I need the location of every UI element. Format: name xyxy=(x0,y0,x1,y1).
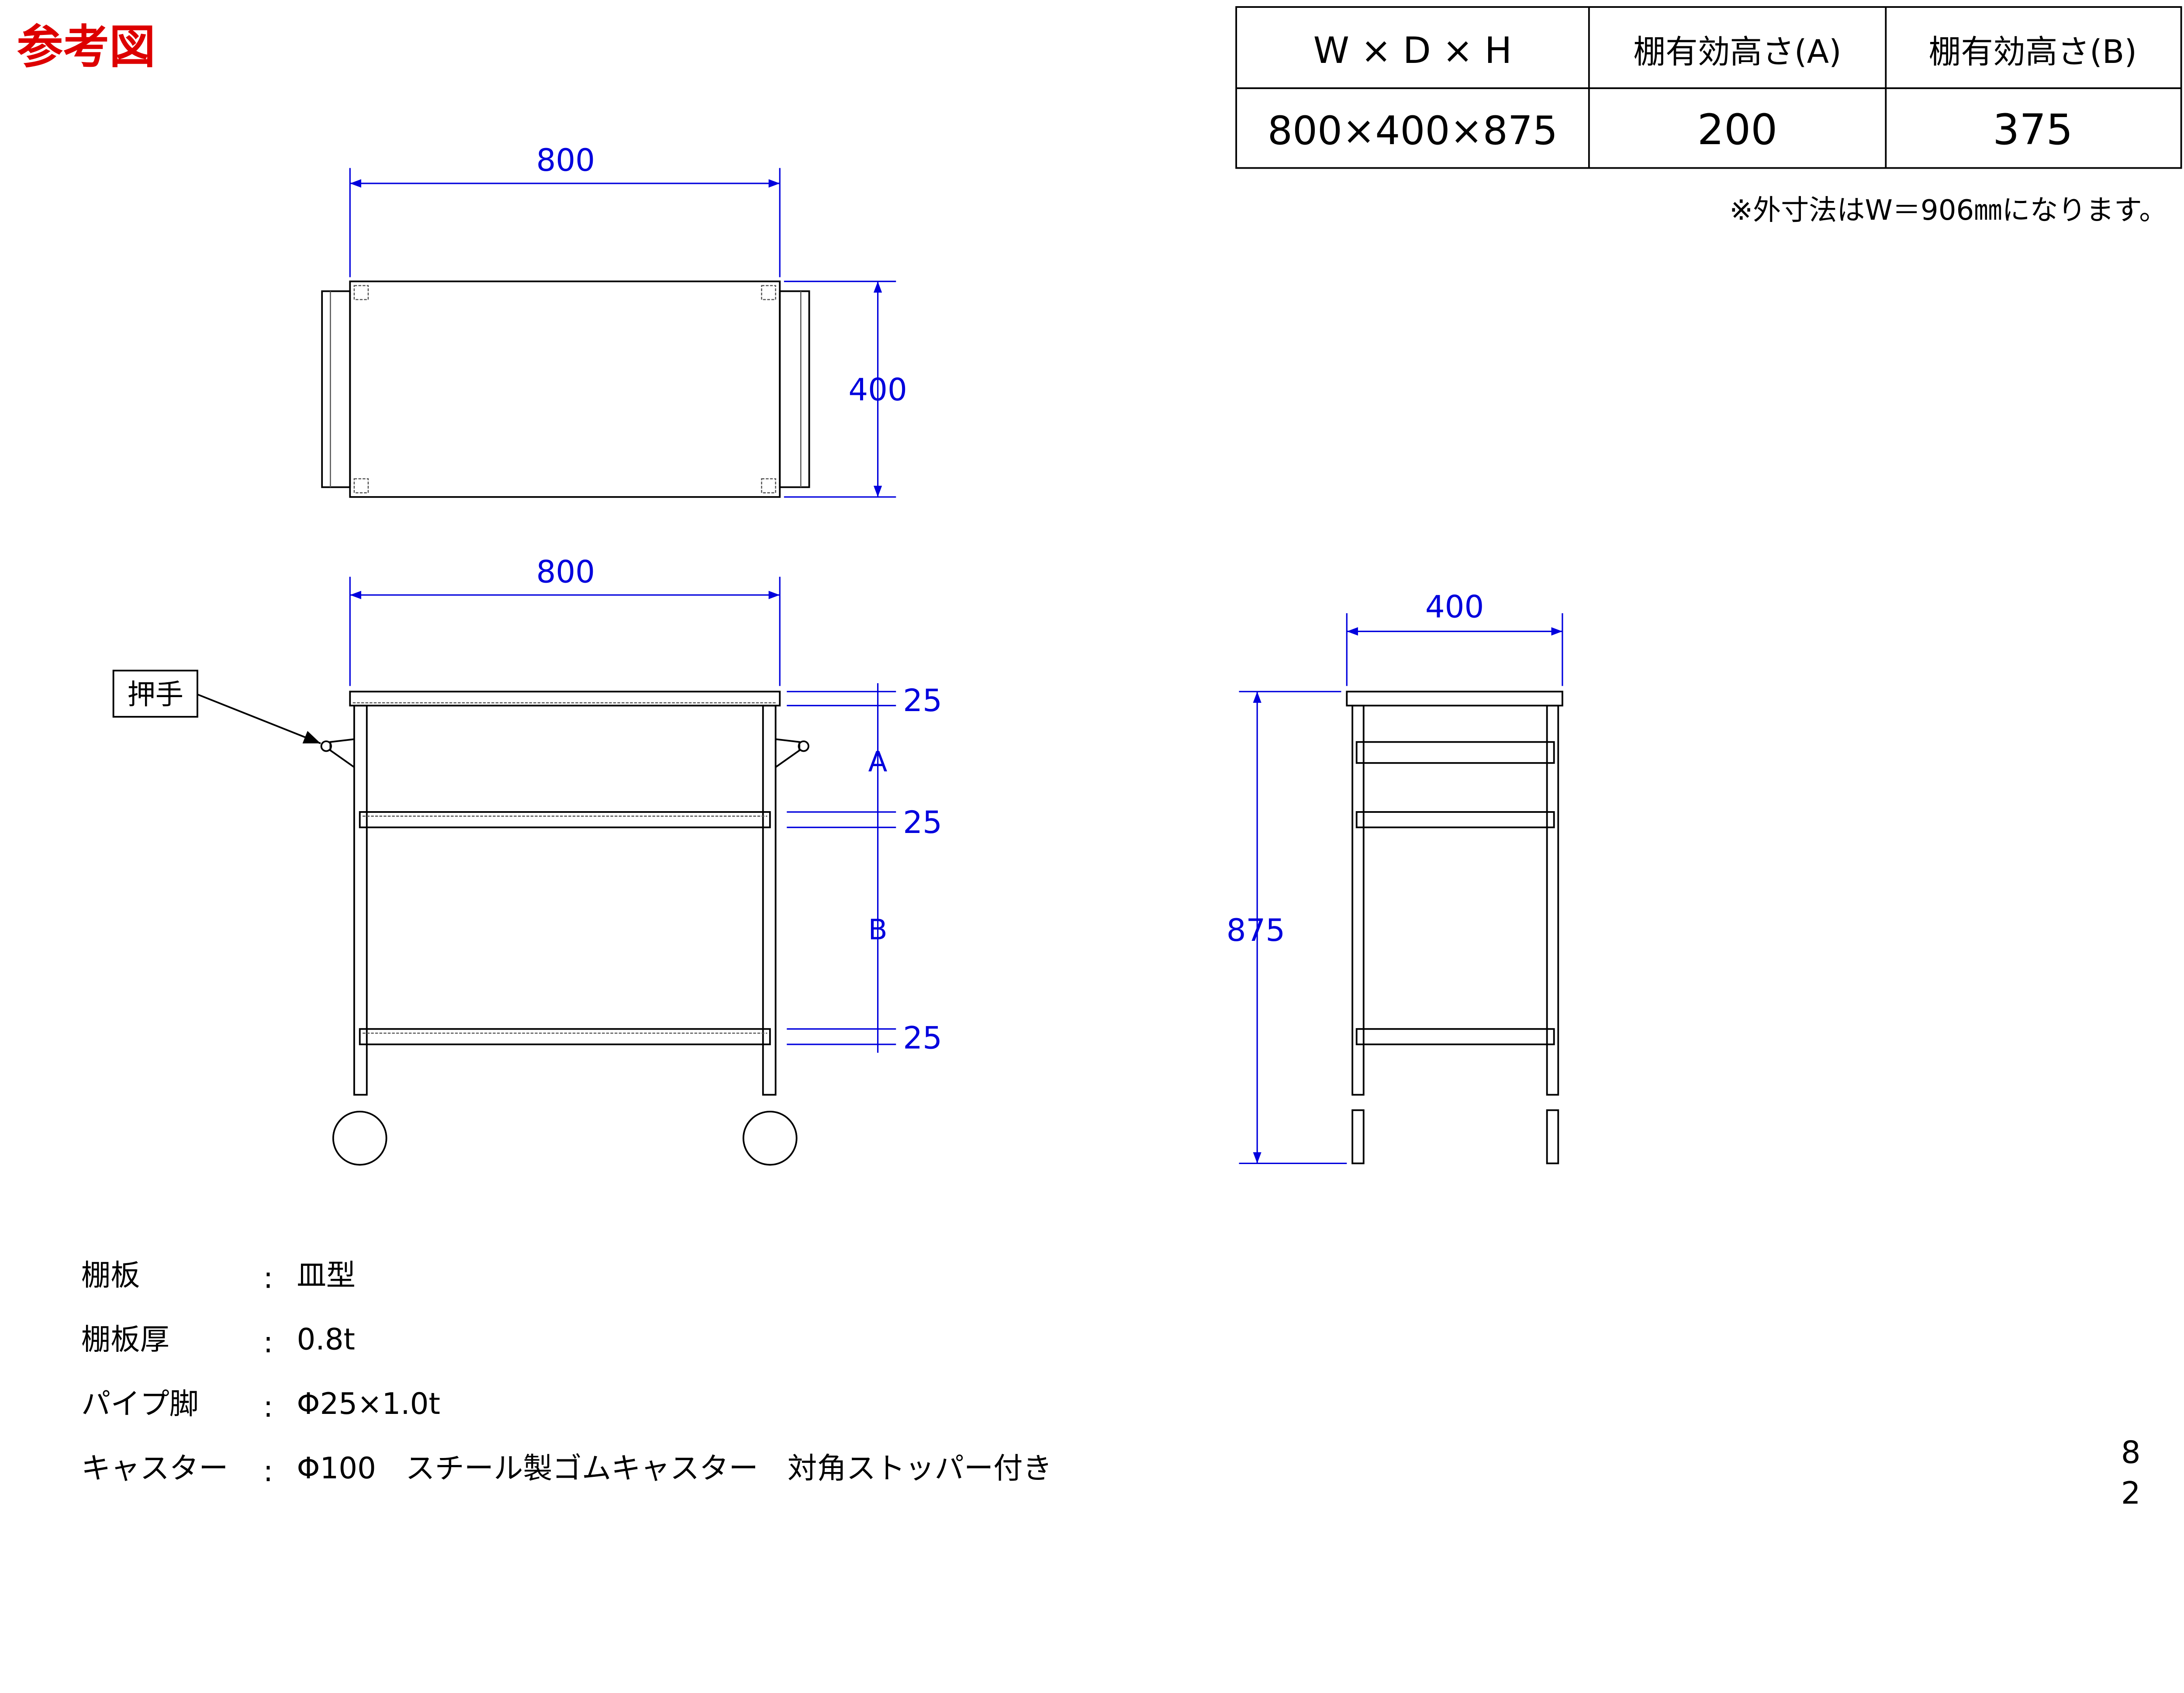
handle-left-icon xyxy=(320,740,332,752)
side-depth-dim: 400 xyxy=(1425,589,1484,625)
top-view: 800 400 xyxy=(321,142,907,498)
spec-colon: : xyxy=(263,1390,273,1424)
caster-right-icon xyxy=(742,1110,798,1166)
top-depth-dim: 400 xyxy=(848,372,907,408)
header-shelf-a: 棚有効高さ(A) xyxy=(1633,34,1841,71)
caster-left-icon xyxy=(332,1110,387,1166)
front-width-dim: 800 xyxy=(536,554,595,590)
shelf-height-a-label: A xyxy=(868,746,888,778)
shelf1-thickness-dim: 25 xyxy=(903,805,942,840)
page-title: 参考図 xyxy=(17,20,155,74)
shelf2-thickness-dim: 25 xyxy=(903,1020,942,1056)
spec-label-shelf: 棚板 xyxy=(81,1258,140,1292)
spec-value-caster: Φ100 スチール製ゴムキャスター 対角ストッパー付き xyxy=(297,1451,1052,1486)
value-shelf-b: 375 xyxy=(1993,105,2073,154)
drawing-sheet: 参考図 W × D × H 棚有効高さ(A) 棚有効高さ(B) 800×400×… xyxy=(17,6,2182,1509)
page-number-bottom: 2 xyxy=(2121,1475,2141,1509)
spec-label-caster: キャスター xyxy=(81,1451,228,1486)
spec-value-shelf: 皿型 xyxy=(297,1258,356,1292)
top-plate-thickness-dim: 25 xyxy=(903,683,942,719)
spec-colon: : xyxy=(263,1261,273,1295)
spec-colon: : xyxy=(263,1454,273,1488)
handle-right-icon xyxy=(798,740,809,752)
shelf-height-b-label: B xyxy=(868,914,888,947)
top-width-dim: 800 xyxy=(536,142,595,178)
outer-dimension-note: ※外寸法はW＝906㎜になります。 xyxy=(1729,194,2167,227)
spec-list: 棚板 : 皿型 棚板厚 : 0.8t パイプ脚 : Φ25×1.0t キャスター… xyxy=(81,1258,1052,1488)
spec-value-pipe-leg: Φ25×1.0t xyxy=(297,1387,440,1421)
spec-label-thickness: 棚板厚 xyxy=(81,1323,169,1357)
page-number-top: 8 xyxy=(2121,1434,2141,1470)
spec-table: W × D × H 棚有効高さ(A) 棚有効高さ(B) 800×400×875 … xyxy=(1235,6,2182,169)
header-shelf-b: 棚有効高さ(B) xyxy=(1929,34,2137,71)
spec-label-pipe-leg: パイプ脚 xyxy=(81,1387,199,1421)
handle-label: 押手 xyxy=(128,679,183,711)
side-view: 400 875 xyxy=(1227,589,1563,1164)
front-view: 800 押手 25 A 25 B 25 xyxy=(112,554,942,1166)
header-wdh: W × D × H xyxy=(1313,29,1512,72)
side-height-dim: 875 xyxy=(1227,912,1286,948)
value-wdh: 800×400×875 xyxy=(1268,108,1558,154)
value-shelf-a: 200 xyxy=(1697,105,1778,154)
spec-colon: : xyxy=(263,1325,273,1359)
spec-value-thickness: 0.8t xyxy=(297,1323,355,1357)
